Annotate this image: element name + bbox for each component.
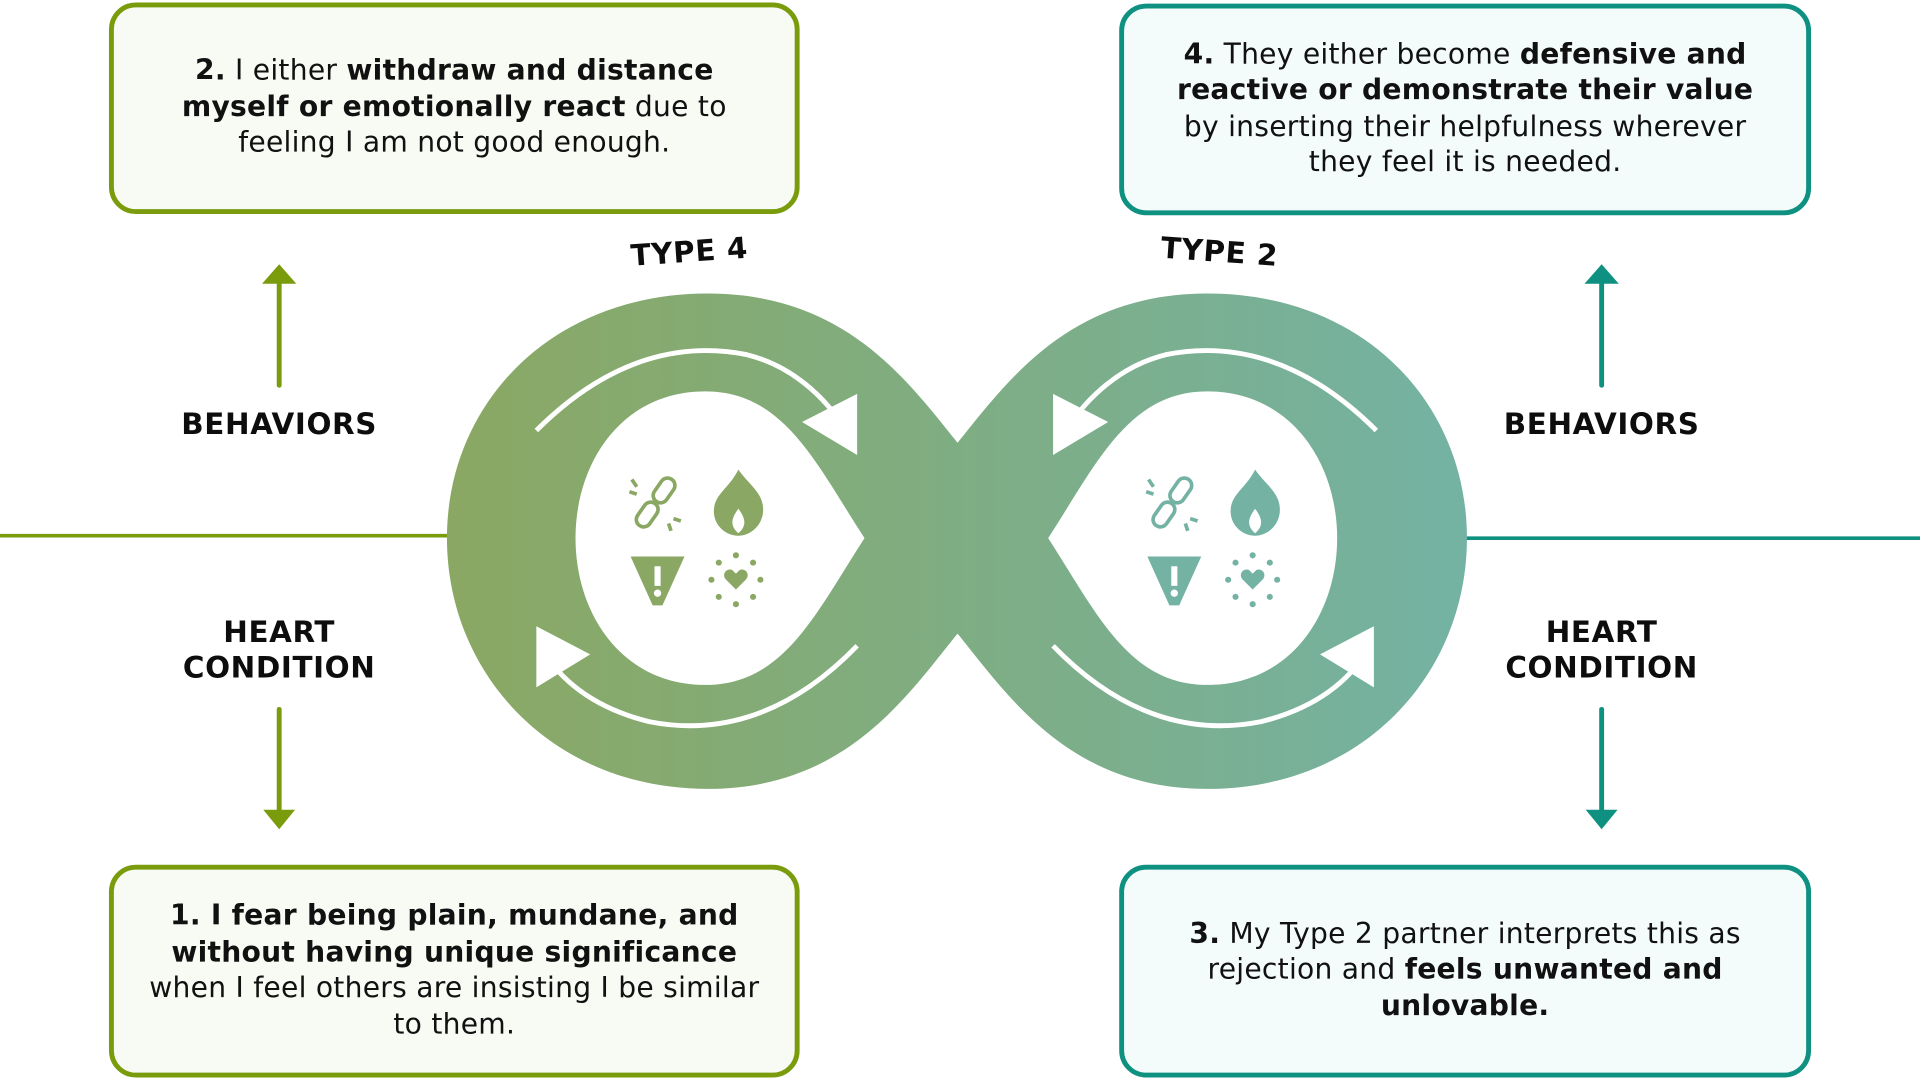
step-2-text-bold: withdraw and distance myself or emotiona…	[181, 55, 714, 124]
right-heart-line2: CONDITION	[1505, 650, 1698, 685]
heart-burst-icon	[708, 552, 764, 608]
step-4-text: 4. They either become defensive and reac…	[1156, 37, 1774, 181]
right-top-cycle-arrow	[1053, 348, 1379, 455]
right-behaviors-arrow	[1584, 264, 1619, 388]
flame-icon	[713, 469, 764, 536]
step-4-box: 4. They either become defensive and reac…	[1119, 3, 1812, 216]
step-1-box: 1. I fear being plain, mundane, and with…	[108, 864, 800, 1078]
right-heart-line1: HEART	[1545, 615, 1658, 650]
step-1-text: 1. I fear being plain, mundane, and with…	[146, 899, 763, 1043]
left-bottom-cycle-arrow	[536, 626, 859, 729]
right-bottom-cycle-arrow	[1051, 626, 1374, 729]
broken-link-icon	[1145, 476, 1199, 532]
step-4-text-b: by inserting their helpfulness wherever …	[1183, 110, 1747, 179]
step-4-text-bold: defensive and reactive or demonstrate th…	[1176, 38, 1754, 107]
flame-icon	[1230, 469, 1280, 536]
step-1-text-b: when I feel others are insisting I be si…	[149, 972, 760, 1041]
left-heart-line1: HEART	[223, 615, 336, 650]
infinity-loop-shape	[446, 293, 1467, 789]
step-2-number: 2.	[195, 55, 226, 88]
broken-link-icon	[628, 476, 682, 532]
step-2-box: 2. I either withdraw and distance myself…	[108, 2, 800, 215]
step-2-text-b: due to feeling I am not good enough.	[238, 91, 727, 160]
left-heart-arrow	[263, 706, 296, 830]
warning-icon	[1147, 556, 1202, 606]
step-3-text: 3. My Type 2 partner interprets this as …	[1156, 917, 1774, 1025]
step-3-text-bold: feels unwanted and unlovable.	[1380, 954, 1723, 1023]
step-1-number: 1.	[170, 900, 201, 933]
step-4-number: 4.	[1183, 38, 1215, 71]
left-heart-line2: CONDITION	[182, 650, 376, 685]
heart-burst-icon	[1225, 552, 1281, 608]
right-behaviors-label: BEHAVIORS	[1503, 407, 1700, 442]
step-1-text-bold: I fear being plain, mundane, and without…	[171, 900, 739, 969]
step-3-box: 3. My Type 2 partner interprets this as …	[1119, 864, 1812, 1078]
right-heart-arrow	[1585, 706, 1618, 830]
left-top-cycle-arrow	[534, 348, 858, 455]
left-behaviors-label: BEHAVIORS	[181, 407, 378, 442]
right-heart-condition-label: HEART CONDITION	[1467, 615, 1736, 686]
warning-icon	[630, 556, 685, 606]
step-3-text-a: My Type 2 partner interprets this as rej…	[1207, 918, 1741, 987]
step-2-text: 2. I either withdraw and distance myself…	[146, 54, 763, 162]
step-3-number: 3.	[1189, 918, 1221, 951]
left-behaviors-arrow	[262, 264, 297, 388]
left-heart-condition-label: HEART CONDITION	[144, 615, 413, 686]
step-2-text-a: I either	[225, 55, 347, 88]
step-4-text-a: They either become	[1214, 38, 1520, 71]
